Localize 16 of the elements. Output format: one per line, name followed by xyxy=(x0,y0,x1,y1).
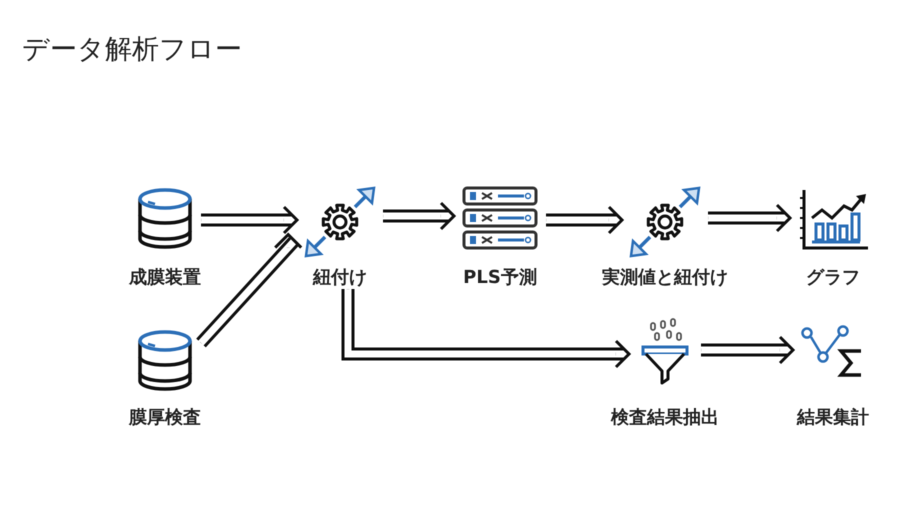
arrow xyxy=(342,288,630,368)
icon-label: 紐付け xyxy=(313,267,367,289)
icon-label: 成膜装置 xyxy=(129,267,201,289)
arrow xyxy=(382,202,456,230)
icon-label: 実測値と紐付け xyxy=(602,267,728,289)
arrow xyxy=(200,206,298,234)
arrow xyxy=(196,233,303,348)
arrow xyxy=(706,204,792,232)
arrow xyxy=(700,336,794,364)
icon-label: 膜厚検査 xyxy=(129,407,201,429)
title: データ解析フロー xyxy=(22,34,242,66)
icon-label: グラフ xyxy=(806,267,860,289)
icon-label: 結果集計 xyxy=(797,407,869,429)
icon-label: 検査結果抽出 xyxy=(611,407,719,429)
icon-label: PLS予測 xyxy=(463,267,537,289)
arrow xyxy=(544,206,624,234)
